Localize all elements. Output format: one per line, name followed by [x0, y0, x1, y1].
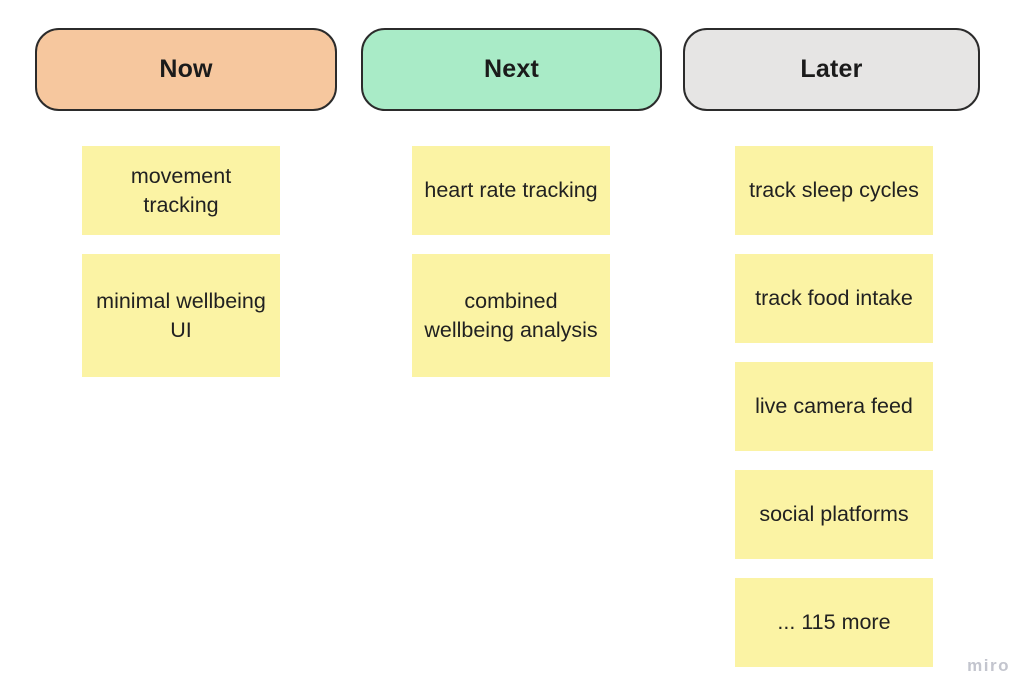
sticky-note[interactable]: movement tracking	[82, 146, 280, 235]
note-column-now: movement tracking minimal wellbeing UI	[82, 146, 280, 377]
column-header-label: Now	[159, 55, 213, 83]
column-header-now[interactable]: Now	[35, 28, 337, 111]
note-column-next: heart rate tracking combined wellbeing an…	[412, 146, 610, 377]
column-header-later[interactable]: Later	[683, 28, 980, 111]
sticky-note[interactable]: track sleep cycles	[735, 146, 933, 235]
sticky-note[interactable]: ... 115 more	[735, 578, 933, 667]
miro-watermark-logo: miro	[967, 656, 1010, 675]
sticky-note[interactable]: track food intake	[735, 254, 933, 343]
sticky-note[interactable]: heart rate tracking	[412, 146, 610, 235]
column-header-next[interactable]: Next	[361, 28, 662, 111]
column-header-label: Next	[484, 55, 539, 83]
sticky-note[interactable]: combined wellbeing analysis	[412, 254, 610, 377]
sticky-note[interactable]: minimal wellbeing UI	[82, 254, 280, 377]
sticky-note[interactable]: live camera feed	[735, 362, 933, 451]
column-header-label: Later	[800, 55, 863, 83]
sticky-note[interactable]: social platforms	[735, 470, 933, 559]
note-column-later: track sleep cycles track food intake live …	[735, 146, 933, 667]
